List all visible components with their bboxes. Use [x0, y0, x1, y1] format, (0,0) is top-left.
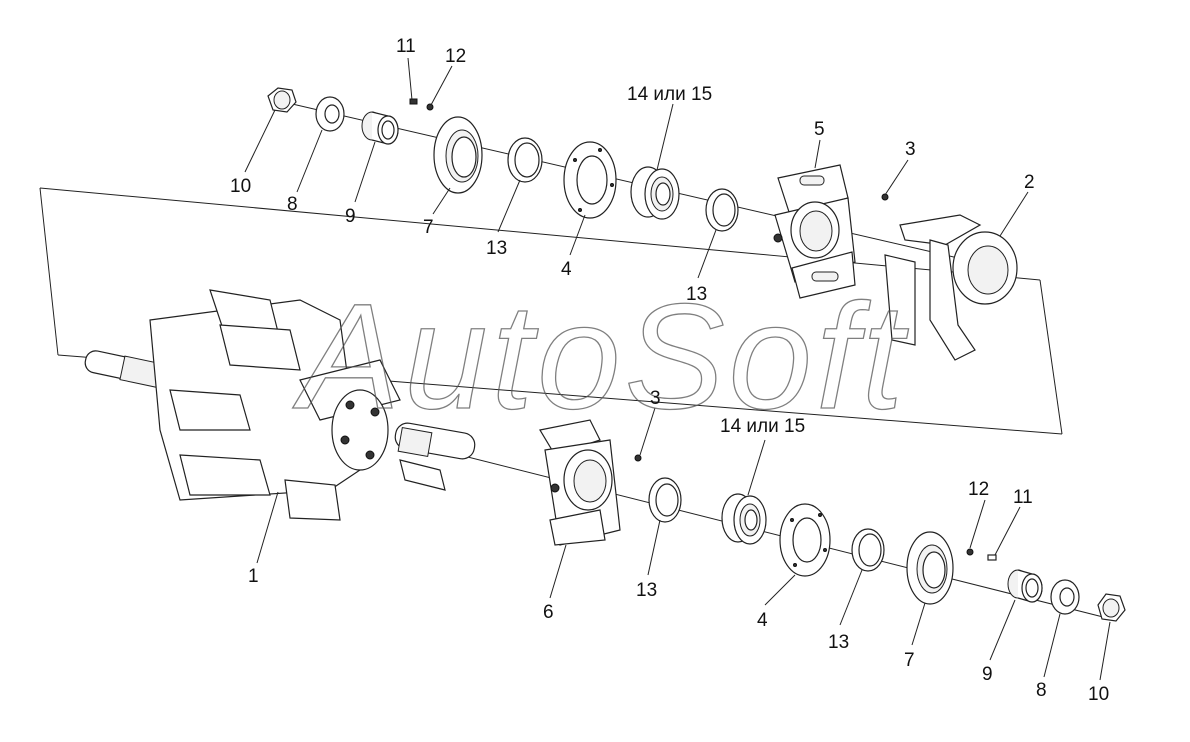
- callout-9-top: 9: [345, 206, 356, 227]
- callout-4-bot: 4: [757, 610, 768, 631]
- callout-11-bot: 11: [1013, 487, 1033, 508]
- hex-nut-lower: [1097, 593, 1126, 622]
- callout-10-top: 10: [230, 176, 251, 197]
- callout-7-bot: 7: [904, 650, 915, 671]
- callout-8-top: 8: [287, 194, 298, 215]
- bearing-upper: [630, 166, 680, 220]
- callout-14-bot: 14 или 15: [720, 416, 805, 437]
- bearing-housing-lower: [539, 419, 621, 546]
- seal-ring-upper-a: [507, 137, 543, 183]
- callout-labels: 11 12 14 или 15 5 3 2 10 8 9 7 13 4 13 3…: [230, 36, 1109, 705]
- callout-14-top: 14 или 15: [627, 84, 712, 105]
- hex-nut-upper: [267, 87, 297, 113]
- callout-13-top-b: 13: [686, 284, 707, 305]
- callout-12-top: 12: [445, 46, 466, 67]
- screw-upper: [881, 193, 889, 201]
- rotor-assembly: [84, 289, 476, 521]
- callout-1: 1: [248, 566, 259, 587]
- bearing-housing-upper: [773, 164, 856, 299]
- callout-7-top: 7: [423, 217, 434, 238]
- callout-13-top-a: 13: [486, 238, 507, 259]
- gasket-lower: [779, 503, 831, 577]
- callout-10-bot: 10: [1088, 684, 1109, 705]
- callout-3-top: 3: [905, 139, 916, 160]
- washer-upper: [315, 96, 345, 132]
- callout-8-bot: 8: [1036, 680, 1047, 701]
- callout-13-bot-a: 13: [636, 580, 657, 601]
- washer-lower: [1050, 579, 1080, 615]
- callout-6: 6: [543, 602, 554, 623]
- seal-ring-lower-a: [648, 477, 682, 523]
- callout-4-top: 4: [561, 259, 572, 280]
- bearing-lower: [721, 493, 767, 545]
- cover-flange-lower: [906, 531, 954, 605]
- gasket-upper: [563, 141, 617, 219]
- callout-13-bot-b: 13: [828, 632, 849, 653]
- callout-3-bot: 3: [650, 388, 661, 409]
- watermark-text: AutoSoft: [292, 272, 909, 440]
- callout-5: 5: [814, 119, 825, 140]
- callout-2: 2: [1024, 172, 1035, 193]
- bolt-upper: [409, 98, 434, 111]
- seal-ring-upper-b: [705, 188, 739, 232]
- callout-11-top: 11: [396, 36, 416, 57]
- cover-flange-upper: [433, 116, 483, 194]
- callout-9-bot: 9: [982, 664, 993, 685]
- leader-lines: [244, 57, 1111, 681]
- upper-parts: [267, 87, 1018, 361]
- seal-ring-lower-b: [851, 528, 885, 572]
- sleeve-lower: [1007, 569, 1043, 603]
- sleeve-upper: [361, 111, 399, 145]
- lower-parts: [84, 289, 1126, 622]
- callout-12-bot: 12: [968, 479, 989, 500]
- bolt-lower: [966, 548, 997, 561]
- bracket-assembly: [884, 214, 1018, 361]
- screw-lower: [634, 454, 642, 462]
